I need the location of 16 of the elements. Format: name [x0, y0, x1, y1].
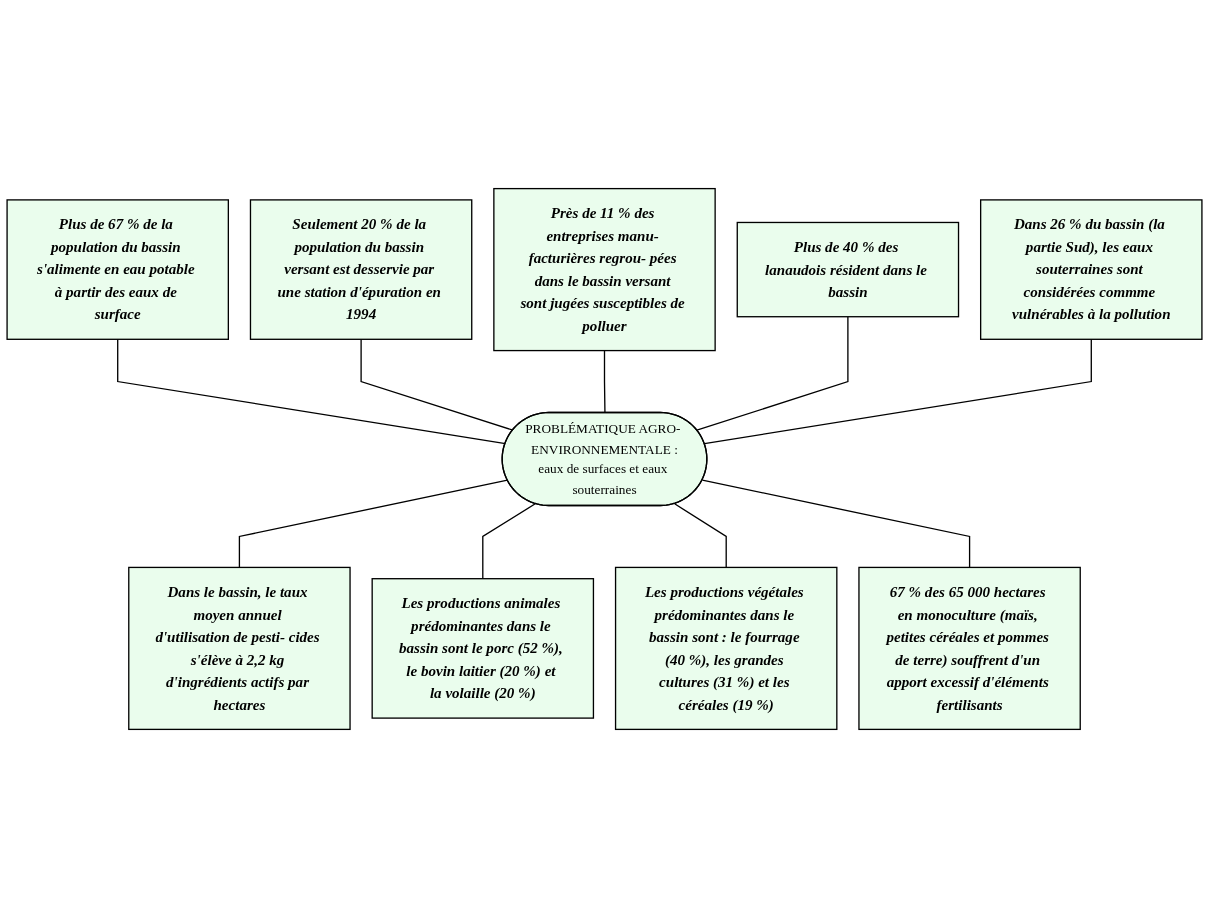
node-box: Plus de 67 % de la population du bassin s'alimente en eau potable à partir des eaux de surface [6, 198, 229, 340]
node-box: Plus de 40 % des lanaudois résident dans le bassin [736, 221, 960, 317]
connector [703, 338, 1092, 444]
connector [238, 478, 509, 568]
node-box: Dans le bassin, le taux moyen annuel d'utilisation de pesti- cides s'élève à 2,2 kg d'ingrédients actifs par hectares [128, 566, 351, 730]
connector [701, 478, 971, 568]
node-box: Dans 26 % du bassin (la partie Sud), les eaux souterraines sont considérées commme vulnérables à la pollution [980, 198, 1203, 340]
node-box: 67 % des 65 000 hectares en monoculture (maïs, petites céréales et pommes de terre) souffrent d'un apport excessif d'éléments fertilisants [858, 566, 1081, 730]
node-box: Les productions animales prédominantes dans le bassin sont le porc (52 %), le bovin laitier (20 %) et la volaille (20 %) [371, 577, 595, 719]
connector [603, 349, 606, 414]
connector [482, 502, 536, 579]
connector [696, 315, 849, 431]
node-box: Près de 11 % des entreprises manu- facturières regrou- pées dans le bassin versant sont jugées susceptibles de polluer [493, 187, 716, 351]
node-box: Les productions végétales prédominantes dans le bassin sont : le fourrage (40 %), les grandes cultures (31 %) et les céréales (19 %) [614, 566, 838, 730]
node-box: Seulement 20 % de la population du bassin versant est desservie par une station d'épuration en 1994 [249, 198, 473, 340]
connector [673, 502, 727, 568]
